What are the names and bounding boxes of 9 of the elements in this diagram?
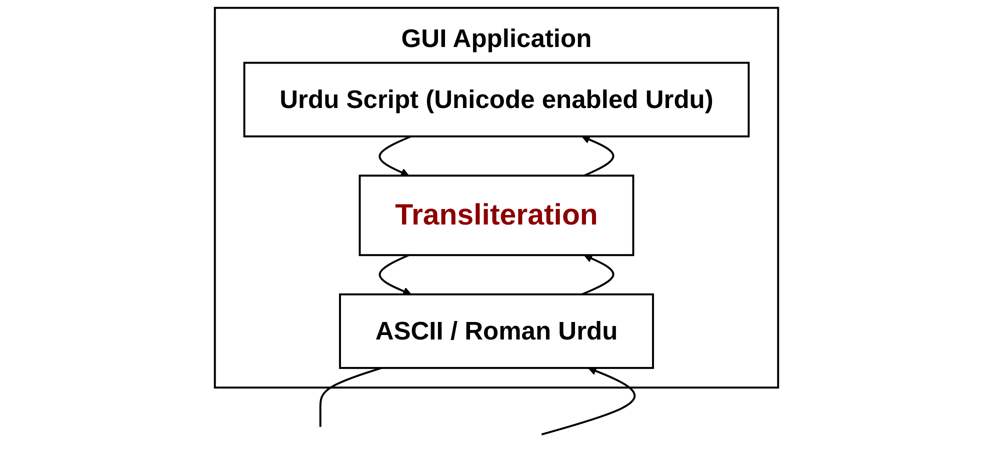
node-box (243, 62, 750, 138)
arrow (378, 135, 412, 176)
node-box (358, 174, 634, 256)
arrow (541, 366, 636, 436)
cluster (214, 6, 780, 389)
arrow (378, 254, 412, 296)
node-box (339, 293, 654, 369)
arrow (582, 136, 614, 177)
arrow (582, 254, 614, 296)
